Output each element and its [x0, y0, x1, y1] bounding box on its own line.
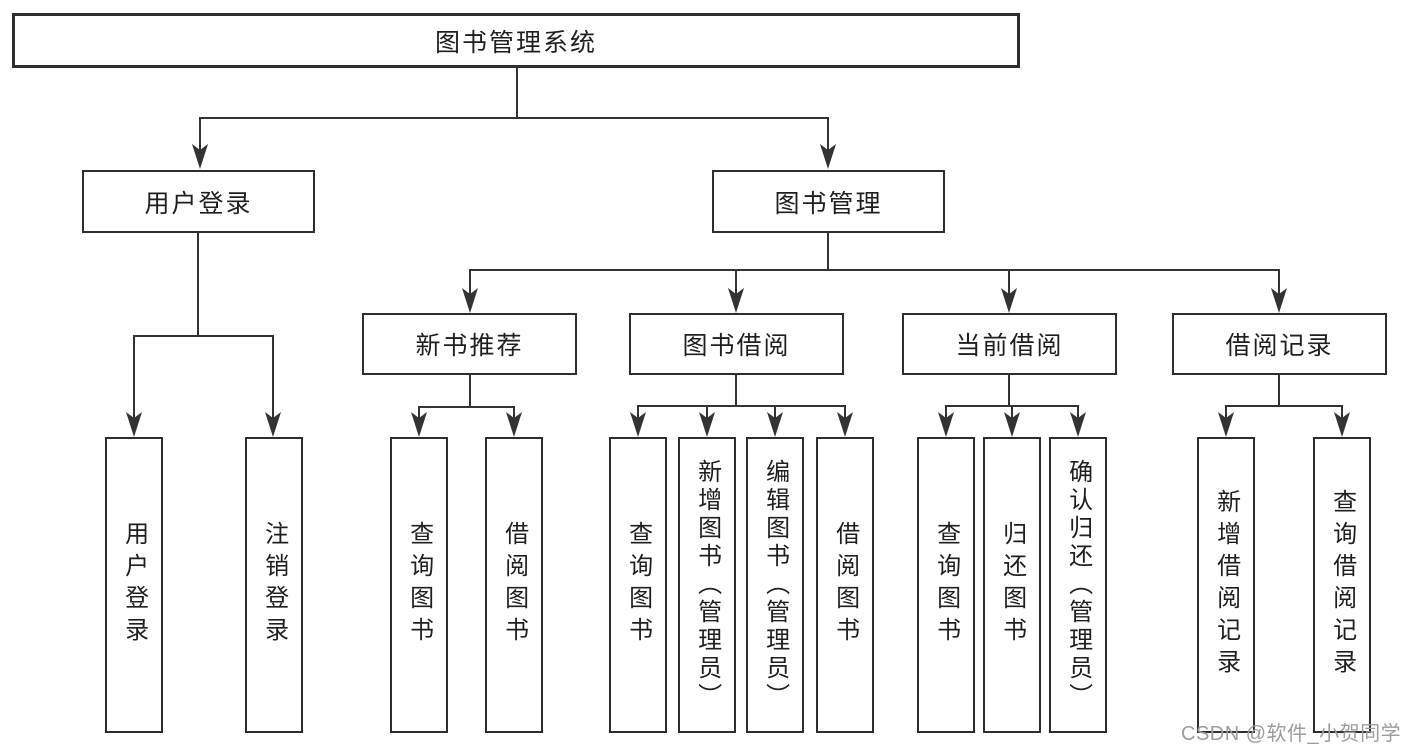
node-current-borrowing-label: 当前借阅 [955, 332, 1064, 360]
node-leaf-query-books-borrowing-label: 查询图书 [624, 521, 652, 649]
node-leaf-add-borrow-record: 新增借阅记录 [1197, 437, 1255, 733]
node-leaf-return-books-label: 归还图书 [998, 521, 1026, 649]
node-borrowing-records: 借阅记录 [1172, 313, 1387, 375]
node-leaf-confirm-return-admin: 确认归还（管理员） [1049, 437, 1107, 733]
node-leaf-confirm-return-admin-label: 确认归还（管理员） [1064, 459, 1092, 711]
node-leaf-query-books-current: 查询图书 [917, 437, 975, 733]
node-leaf-borrow-books-borrowing-label: 借阅图书 [831, 521, 859, 649]
node-leaf-query-borrow-record: 查询借阅记录 [1313, 437, 1371, 733]
csdn-watermark: CSDN @软件_小贺同学 [1181, 723, 1402, 745]
node-leaf-user-login-label: 用户登录 [120, 521, 148, 649]
node-leaf-return-books: 归还图书 [983, 437, 1041, 733]
node-leaf-borrow-books-recommendation-label: 借阅图书 [500, 521, 528, 649]
node-leaf-query-books-recommendation-label: 查询图书 [405, 521, 433, 649]
node-leaf-borrow-books-borrowing: 借阅图书 [816, 437, 874, 733]
node-new-book-recommendation: 新书推荐 [362, 313, 577, 375]
node-library-management-system: 图书管理系统 [12, 13, 1020, 68]
node-leaf-logout-login-label: 注销登录 [260, 521, 288, 649]
node-leaf-add-books-admin-label: 新增图书（管理员） [693, 459, 721, 711]
node-leaf-add-borrow-record-label: 新增借阅记录 [1212, 489, 1240, 681]
node-borrowing-records-label: 借阅记录 [1225, 332, 1334, 360]
node-library-management-system-label: 图书管理系统 [434, 28, 597, 57]
node-book-management-label: 图书管理 [774, 189, 883, 218]
connector-path [133, 67, 1343, 434]
node-book-borrowing: 图书借阅 [629, 313, 844, 375]
node-leaf-query-books-recommendation: 查询图书 [390, 437, 448, 733]
node-current-borrowing: 当前借阅 [902, 313, 1117, 375]
node-new-book-recommendation-label: 新书推荐 [415, 332, 524, 360]
node-leaf-add-books-admin: 新增图书（管理员） [678, 437, 736, 733]
node-leaf-user-login: 用户登录 [105, 437, 163, 733]
node-user-login: 用户登录 [82, 170, 315, 233]
node-user-login-label: 用户登录 [144, 189, 253, 218]
node-book-borrowing-label: 图书借阅 [682, 332, 791, 360]
node-leaf-borrow-books-recommendation: 借阅图书 [485, 437, 543, 733]
node-book-management: 图书管理 [712, 170, 945, 233]
node-leaf-query-books-current-label: 查询图书 [932, 521, 960, 649]
node-leaf-edit-books-admin: 编辑图书（管理员） [746, 437, 804, 733]
node-leaf-query-books-borrowing: 查询图书 [609, 437, 667, 733]
node-leaf-query-borrow-record-label: 查询借阅记录 [1328, 489, 1356, 681]
node-leaf-edit-books-admin-label: 编辑图书（管理员） [761, 459, 789, 711]
node-leaf-logout-login: 注销登录 [245, 437, 303, 733]
